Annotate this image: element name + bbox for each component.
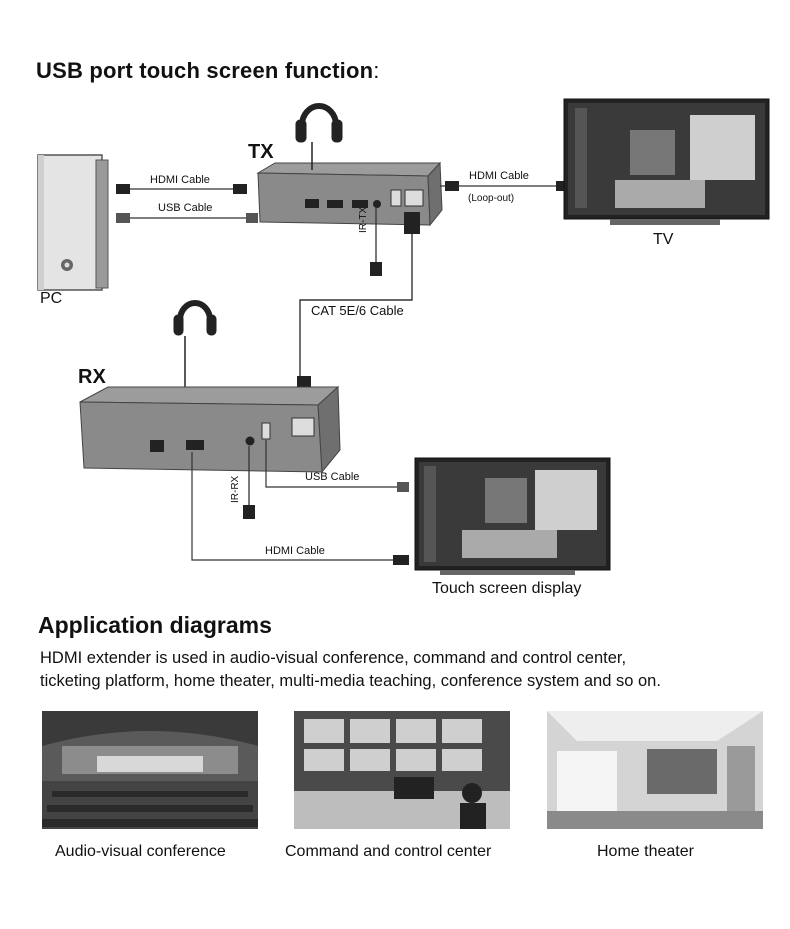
conference-room-photo: [42, 711, 258, 829]
pc-cables: [128, 188, 248, 219]
touch-screen-display-icon: [414, 457, 611, 575]
pc-label: PC: [40, 290, 63, 307]
ir-tx-label: IR-TX: [358, 206, 369, 233]
photo-caption: Audio-visual conference: [55, 843, 226, 860]
tx-extender-icon: [256, 161, 443, 227]
application-description: HDMI extender is used in audio-visual co…: [40, 649, 661, 690]
tv-icon: [563, 98, 770, 225]
usb-cable-label: USB Cable: [158, 202, 213, 214]
hdmi-cable-label: HDMI Cable: [265, 545, 325, 557]
ir-rx-label: IR-RX: [230, 475, 241, 503]
section-title: USB port touch screen function:: [36, 58, 380, 83]
tv-label: TV: [653, 231, 674, 248]
rx-label: RX: [78, 366, 106, 388]
application-diagrams-title: Application diagrams: [38, 612, 272, 638]
photo-caption: Command and control center: [285, 843, 492, 860]
rx-extender-icon: [79, 385, 341, 474]
photo-caption: Home theater: [597, 843, 694, 860]
control-center-photo: [294, 711, 510, 829]
pc-tower-icon: [37, 154, 109, 291]
touch-screen-label: Touch screen display: [432, 580, 582, 597]
hdmi-cable-label: HDMI Cable: [469, 170, 529, 182]
tx-label: TX: [248, 141, 274, 163]
usb-cable-label: USB Cable: [305, 471, 360, 483]
hdmi-cable-label: HDMI Cable: [150, 174, 210, 186]
home-theater-photo: [547, 711, 763, 829]
headphones-icon: [295, 103, 343, 170]
headphones-icon: [173, 300, 217, 390]
connection-diagram: [37, 98, 770, 575]
cat-cable-label: CAT 5E/6 Cable: [311, 303, 404, 318]
loop-out-label: (Loop-out): [468, 193, 515, 204]
